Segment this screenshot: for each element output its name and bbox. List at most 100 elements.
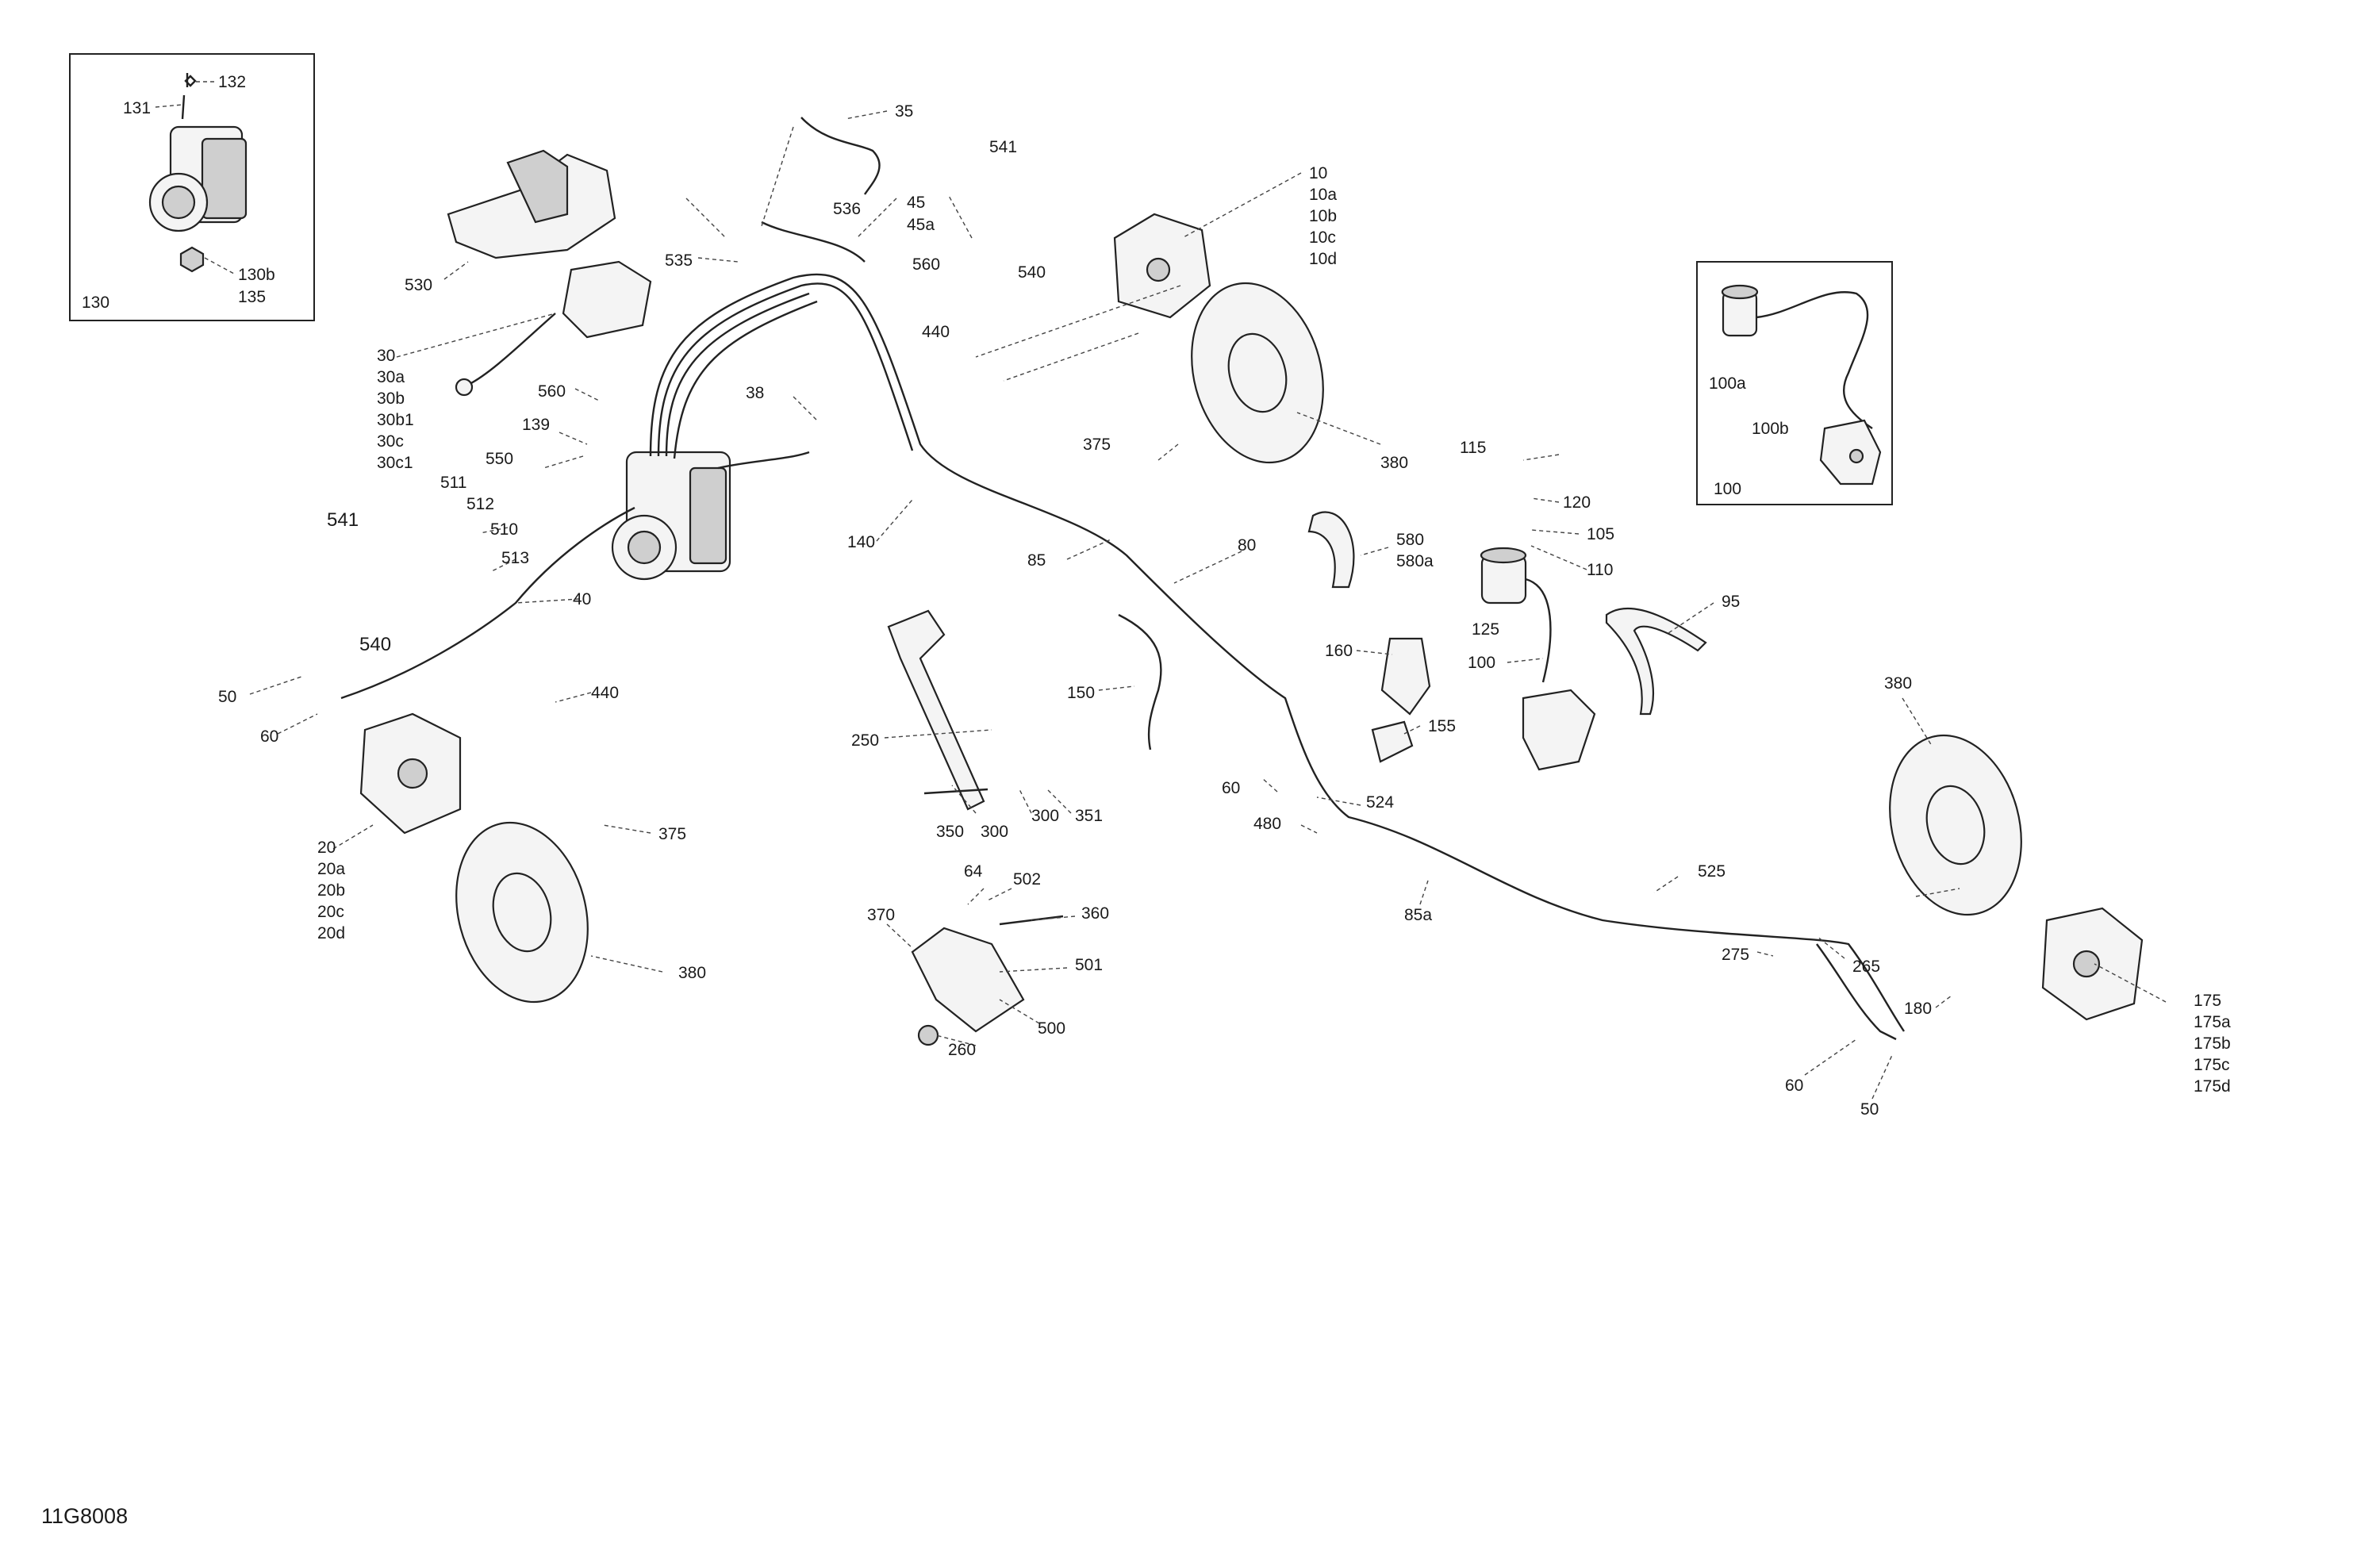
callout-50-b: 50 <box>1860 1100 1879 1119</box>
callout-130b: 130b <box>238 266 275 284</box>
reservoir-illustration <box>1721 284 1882 486</box>
callout-10: 10 <box>1309 164 1327 182</box>
callout-541-b: 541 <box>327 509 359 531</box>
callout-541: 541 <box>989 138 1017 156</box>
callout-580a: 580a <box>1396 552 1434 570</box>
switch-160 <box>1380 637 1431 716</box>
callout-265: 265 <box>1852 958 1880 976</box>
brake-pedal-250 <box>887 609 985 811</box>
callout-45: 45 <box>907 194 925 212</box>
callout-85a: 85a <box>1404 906 1432 924</box>
inset-frame <box>69 53 315 321</box>
callout-100a: 100a <box>1709 374 1746 393</box>
callout-64: 64 <box>964 862 983 881</box>
main-parts <box>340 117 2144 1046</box>
callout-530: 530 <box>405 276 432 294</box>
callout-360: 360 <box>1081 904 1109 923</box>
callout-130: 130 <box>82 294 109 312</box>
callout-140: 140 <box>847 533 875 551</box>
callout-35: 35 <box>895 102 913 121</box>
callout-175d: 175d <box>2194 1077 2231 1096</box>
callout-20a: 20a <box>317 860 345 878</box>
callout-100b: 100b <box>1752 420 1789 438</box>
callout-480: 480 <box>1253 815 1281 833</box>
callout-60-b: 60 <box>1222 779 1240 797</box>
callout-80: 80 <box>1238 536 1256 555</box>
callout-540-b: 540 <box>359 634 391 655</box>
leader-lines <box>249 110 2167 1100</box>
callout-60-c: 60 <box>1785 1077 1803 1095</box>
master-cylinder-100 <box>1522 689 1596 771</box>
callout-30b: 30b <box>377 390 405 408</box>
callout-30: 30 <box>377 347 395 365</box>
callout-380-c: 380 <box>1884 674 1912 693</box>
callout-560: 560 <box>912 255 940 274</box>
callout-20b: 20b <box>317 881 345 900</box>
callout-510: 510 <box>490 520 518 539</box>
callout-300: 300 <box>981 823 1008 841</box>
callout-540: 540 <box>1018 263 1046 282</box>
callout-175b: 175b <box>2194 1034 2231 1053</box>
callout-375-b: 375 <box>658 825 686 843</box>
callout-105: 105 <box>1587 525 1614 543</box>
callout-351: 351 <box>1075 807 1103 825</box>
callout-10b: 10b <box>1309 207 1337 225</box>
callout-139: 139 <box>522 416 550 434</box>
callout-370: 370 <box>867 906 895 924</box>
inset-frame <box>1696 261 1893 505</box>
callout-10c: 10c <box>1309 228 1336 247</box>
callout-45a: 45a <box>907 216 935 234</box>
callout-85: 85 <box>1027 551 1046 570</box>
callout-500: 500 <box>1038 1019 1065 1038</box>
callout-100: 100 <box>1714 480 1741 498</box>
callout-30b1: 30b1 <box>377 411 414 429</box>
callout-513: 513 <box>501 549 529 567</box>
callout-524: 524 <box>1366 793 1394 812</box>
callout-380: 380 <box>1380 454 1408 472</box>
callout-535: 535 <box>665 251 693 270</box>
callout-131: 131 <box>123 99 151 117</box>
callout-120: 120 <box>1563 493 1591 512</box>
callout-375: 375 <box>1083 436 1111 454</box>
hose-580 <box>1307 511 1355 589</box>
callout-512: 512 <box>466 495 494 513</box>
callout-110: 110 <box>1587 561 1613 579</box>
callout-30c: 30c <box>377 432 404 451</box>
master-cylinder-30 <box>562 260 652 339</box>
callout-580: 580 <box>1396 531 1424 549</box>
callout-350: 350 <box>936 823 964 841</box>
callout-275: 275 <box>1722 946 1749 964</box>
callout-440: 440 <box>922 323 950 341</box>
callout-501: 501 <box>1075 956 1103 974</box>
abs-module-illustration <box>148 73 248 273</box>
callout-440-b: 440 <box>591 684 619 702</box>
callout-511: 511 <box>440 474 466 492</box>
callout-30c1: 30c1 <box>377 454 413 472</box>
callout-550: 550 <box>486 450 513 468</box>
callout-175: 175 <box>2194 992 2221 1010</box>
callout-95: 95 <box>1722 593 1740 611</box>
callout-10a: 10a <box>1309 186 1337 204</box>
callout-300-b: 300 <box>1031 807 1059 825</box>
callout-175a: 175a <box>2194 1013 2231 1031</box>
callout-132: 132 <box>218 73 246 91</box>
callout-150: 150 <box>1067 684 1095 702</box>
callout-180: 180 <box>1904 1000 1932 1018</box>
callout-38: 38 <box>746 384 764 402</box>
callout-10d: 10d <box>1309 250 1337 268</box>
callout-30a: 30a <box>377 368 405 386</box>
callout-40: 40 <box>573 590 591 608</box>
callout-160: 160 <box>1325 642 1353 660</box>
callout-60: 60 <box>260 727 278 746</box>
callout-155: 155 <box>1428 717 1456 735</box>
callout-20: 20 <box>317 839 336 857</box>
inset-reservoir: 100a 100b 100 <box>1696 261 1893 505</box>
hose-95 <box>1605 607 1707 716</box>
callout-560-b: 560 <box>538 382 566 401</box>
callout-135: 135 <box>238 288 266 306</box>
callout-175c: 175c <box>2194 1056 2230 1074</box>
callout-20d: 20d <box>317 924 345 942</box>
document-id: 11G8008 <box>41 1504 128 1528</box>
callout-125: 125 <box>1472 620 1499 639</box>
